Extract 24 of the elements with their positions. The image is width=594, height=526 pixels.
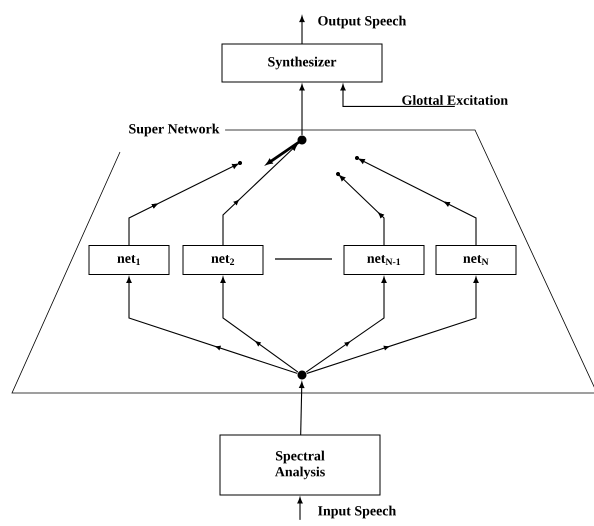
arrow	[126, 276, 298, 374]
arrow	[306, 276, 387, 373]
process-box: Synthesizer	[222, 44, 382, 82]
arrow	[222, 144, 298, 245]
process-box: net$_{1}$	[88, 245, 170, 275]
arrow	[299, 382, 304, 434]
process-box: Spectral Analysis	[220, 434, 380, 496]
arrow	[340, 84, 455, 107]
arrow	[336, 172, 385, 245]
arrow	[306, 276, 479, 374]
process-box: net$_{N}$	[436, 245, 516, 275]
arrow	[128, 161, 242, 245]
arrow	[299, 16, 305, 44]
signal-label: Glottal Excitation	[402, 95, 508, 105]
signal-label: Output Speech	[318, 16, 406, 28]
arrow	[220, 276, 298, 372]
arrow	[299, 84, 305, 135]
process-box: net$_{N-1}$	[344, 245, 424, 275]
junction-dot	[298, 370, 306, 380]
process-box: net$_{2}$	[182, 245, 264, 275]
arrow	[355, 156, 477, 245]
junction-dot	[298, 136, 306, 144]
signal-label: Input Speech	[318, 506, 396, 518]
arrow	[297, 497, 303, 520]
